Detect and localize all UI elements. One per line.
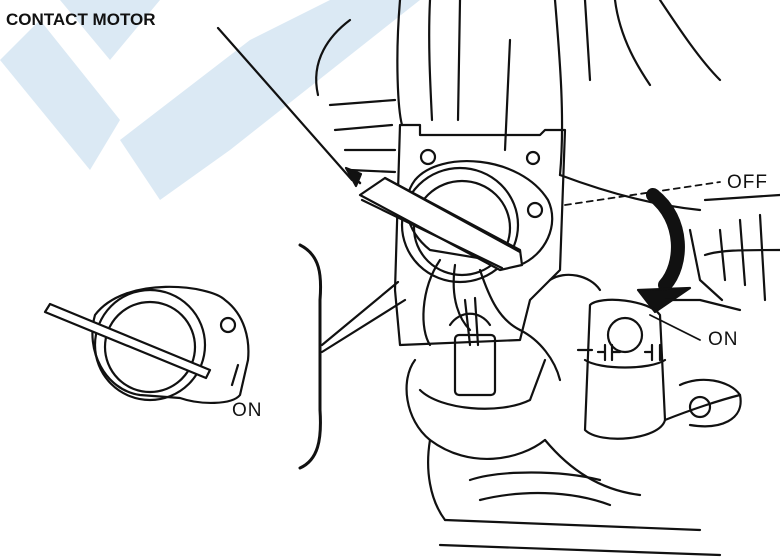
bracket-leader-1: [320, 280, 400, 347]
mounting-plate: [393, 123, 567, 347]
rotary-switch-knob: [350, 166, 524, 284]
on-position-label-left: ON: [232, 400, 263, 421]
mount-hole-left: [419, 148, 437, 166]
contact-motor-label: CONTACT MOTOR: [6, 10, 156, 29]
engine-housing: [315, 0, 780, 302]
cover-screw: [526, 201, 544, 219]
switch-detail-on-position: [43, 285, 250, 405]
bracket-leader-2: [320, 298, 407, 354]
curved-arrow-down: [636, 188, 692, 314]
wiring-harness: [405, 258, 722, 557]
relay-box: [548, 273, 742, 440]
detail-bracket: [298, 243, 323, 470]
mount-hole-right: [525, 150, 541, 166]
watermark: [0, 0, 420, 200]
on-leader-line-right: [649, 314, 701, 341]
title-leader-line: [216, 26, 354, 182]
off-position-dashed-line: [564, 181, 721, 206]
leader-arrowhead: [344, 166, 363, 188]
off-position-label: OFF: [727, 172, 768, 193]
on-position-label-right: ON: [708, 329, 739, 350]
